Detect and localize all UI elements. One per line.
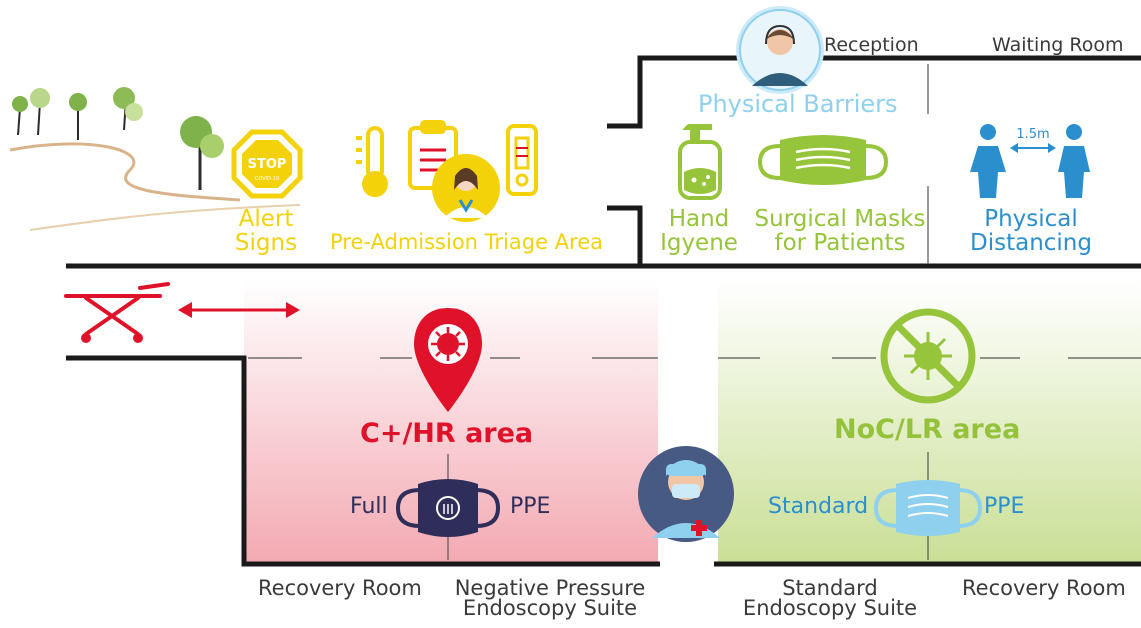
ppe-left-label: PPE [510, 494, 551, 519]
distance-value: 1.5m [1016, 127, 1049, 142]
surgical-masks-label-line2: for Patients [774, 230, 906, 256]
receptionist-avatar-icon [736, 6, 824, 94]
physical-barriers-label: Physical Barriers [698, 90, 898, 118]
chr-area-label: C+/HR area [360, 418, 534, 449]
recovery-room-left-label: Recovery Room [258, 576, 422, 600]
standard-suite-label-line2: Endoscopy Suite [742, 596, 918, 620]
alert-signs-label-line1: Alert [238, 206, 294, 232]
stop-sign-text: STOP [248, 157, 287, 172]
walls [66, 55, 1141, 567]
standard-suite-label-line1: Standard [782, 576, 878, 600]
full-label: Full [350, 494, 388, 519]
standard-label: Standard [768, 494, 869, 519]
standard-mask-icon [873, 480, 983, 536]
medical-staff-avatar-icon [638, 446, 734, 542]
physical-distancing-label-line2: Distancing [970, 230, 1092, 256]
negative-pressure-label-line2: Endoscopy Suite [462, 596, 638, 620]
waiting-room-label: Waiting Room [992, 34, 1124, 56]
transfer-arrow-icon [178, 302, 300, 318]
stretcher-icon [64, 282, 170, 343]
negative-pressure-label-line1: Negative Pressure [454, 576, 646, 600]
tree-icons [9, 87, 301, 231]
hand-hygiene-label-line2: Igyene [660, 230, 738, 256]
stop-sign-icon: STOP COVID-19 [231, 129, 303, 199]
thermometer-icon [356, 126, 388, 197]
physical-distancing-label-line1: Physical [984, 206, 1078, 232]
surgical-masks-label-line1: Surgical Masks [754, 206, 926, 232]
alert-signs-label-line2: Signs [234, 230, 298, 256]
reception-label: Reception [824, 34, 919, 56]
no-virus-icon [880, 308, 976, 404]
hand-hygiene-label-line1: Hand [668, 206, 730, 232]
hand-sanitizer-icon [678, 124, 722, 200]
stop-sign-subtext: COVID-19 [255, 176, 279, 182]
recovery-room-right-label: Recovery Room [962, 576, 1126, 600]
test-kit-icon [506, 124, 538, 196]
ppe-right-label: PPE [984, 494, 1025, 519]
doctor-avatar-icon [432, 154, 500, 222]
surgical-mask-icon [757, 135, 889, 185]
full-ppe-mask-icon [395, 479, 501, 537]
people-distancing-icon: 1.5m [970, 124, 1090, 198]
triage-area-label: Pre-Admission Triage Area [330, 230, 603, 254]
virus-pin-icon [414, 308, 482, 412]
nocl-area-label: NoC/LR area [834, 414, 1021, 445]
